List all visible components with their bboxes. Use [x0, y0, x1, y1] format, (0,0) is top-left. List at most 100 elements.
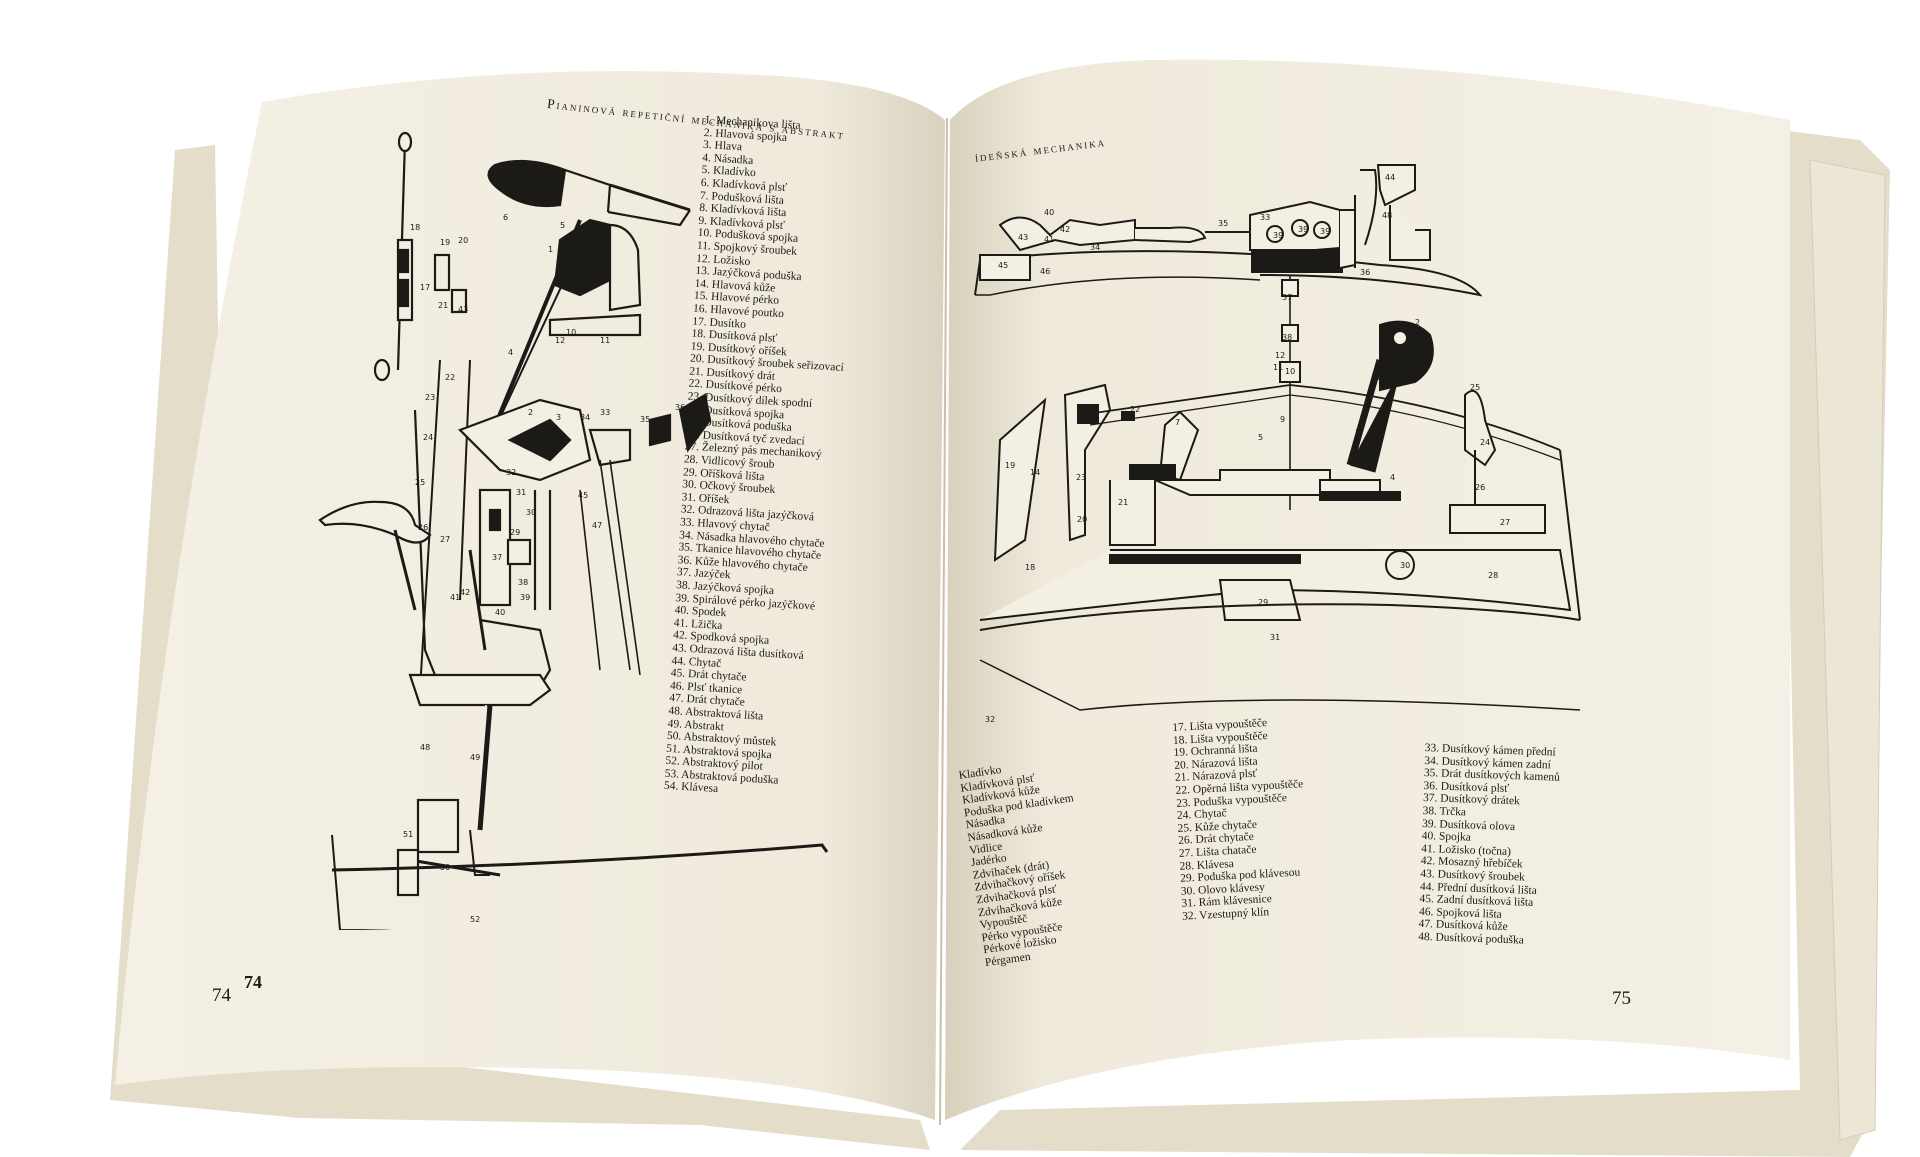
- svg-text:4: 4: [508, 348, 513, 357]
- svg-text:41: 41: [450, 593, 460, 602]
- svg-text:29: 29: [510, 528, 520, 537]
- svg-text:28: 28: [1488, 571, 1498, 580]
- svg-text:21: 21: [1118, 498, 1128, 507]
- svg-text:52: 52: [470, 915, 480, 924]
- svg-text:25: 25: [415, 478, 425, 487]
- svg-text:23: 23: [425, 393, 435, 402]
- svg-text:36: 36: [1360, 268, 1370, 277]
- svg-text:51: 51: [403, 830, 413, 839]
- svg-text:24: 24: [1480, 438, 1490, 447]
- svg-text:25: 25: [1470, 383, 1480, 392]
- svg-text:38: 38: [518, 578, 528, 587]
- svg-text:18: 18: [410, 223, 420, 232]
- svg-text:37: 37: [1282, 293, 1292, 302]
- svg-text:33: 33: [1260, 213, 1270, 222]
- svg-text:27: 27: [1500, 518, 1510, 527]
- svg-text:13: 13: [1085, 403, 1095, 412]
- svg-text:1: 1: [548, 245, 553, 254]
- svg-text:19: 19: [440, 238, 450, 247]
- svg-text:26: 26: [1475, 483, 1485, 492]
- svg-text:5: 5: [1258, 433, 1263, 442]
- svg-text:36: 36: [675, 403, 685, 412]
- svg-text:26: 26: [418, 523, 428, 532]
- svg-text:35: 35: [1218, 219, 1228, 228]
- svg-text:31: 31: [1270, 633, 1280, 642]
- book-gutter: [939, 117, 948, 1126]
- svg-text:37: 37: [492, 553, 502, 562]
- svg-text:2: 2: [528, 408, 533, 417]
- svg-text:44: 44: [1385, 173, 1395, 182]
- svg-text:10: 10: [566, 328, 576, 337]
- svg-text:14: 14: [1030, 468, 1040, 477]
- svg-text:9: 9: [1280, 415, 1285, 424]
- right-legend-column-3: 33. Dusítkový kámen přední 34. Dusítkový…: [1418, 742, 1561, 948]
- svg-text:30: 30: [1400, 561, 1410, 570]
- svg-text:12: 12: [1275, 351, 1285, 360]
- svg-text:32: 32: [506, 468, 516, 477]
- svg-text:34: 34: [1090, 243, 1100, 252]
- svg-text:39: 39: [1320, 227, 1330, 236]
- svg-text:8: 8: [578, 273, 583, 282]
- svg-text:48: 48: [420, 743, 430, 752]
- svg-text:34: 34: [580, 413, 590, 422]
- svg-text:39: 39: [1273, 231, 1283, 240]
- svg-text:38: 38: [1282, 333, 1292, 342]
- svg-text:29: 29: [1258, 598, 1268, 607]
- svg-text:6: 6: [503, 213, 508, 222]
- svg-text:40: 40: [1044, 208, 1054, 217]
- left-page: [115, 71, 945, 1121]
- svg-text:12: 12: [555, 336, 565, 345]
- svg-text:22: 22: [1130, 405, 1140, 414]
- svg-text:3: 3: [556, 413, 561, 422]
- svg-text:17: 17: [420, 283, 430, 292]
- svg-text:21: 21: [438, 301, 448, 310]
- svg-text:30: 30: [526, 508, 536, 517]
- right-figure-note: 32: [985, 715, 995, 724]
- svg-text:45: 45: [578, 491, 588, 500]
- svg-text:45: 45: [998, 261, 1008, 270]
- svg-text:50: 50: [440, 863, 450, 872]
- svg-text:35: 35: [640, 415, 650, 424]
- left-page-number: 74: [212, 985, 231, 1006]
- svg-text:41: 41: [1044, 235, 1054, 244]
- right-page-stack: [960, 130, 1890, 1157]
- svg-text:19: 19: [1005, 461, 1015, 470]
- svg-text:7: 7: [1175, 418, 1180, 427]
- right-page-number: 75: [1612, 988, 1631, 1009]
- svg-text:42: 42: [1060, 225, 1070, 234]
- svg-text:2: 2: [1415, 318, 1420, 327]
- svg-text:23: 23: [1076, 473, 1086, 482]
- svg-text:11: 11: [600, 336, 610, 345]
- right-page-edges: [1809, 159, 1886, 1141]
- svg-text:22: 22: [445, 373, 455, 382]
- svg-text:5: 5: [560, 221, 565, 230]
- svg-text:18: 18: [1025, 563, 1035, 572]
- svg-text:31: 31: [516, 488, 526, 497]
- svg-text:11: 11: [1273, 363, 1283, 372]
- left-page-number-bold: 74: [244, 972, 262, 992]
- svg-text:39: 39: [1298, 225, 1308, 234]
- svg-text:3: 3: [1375, 373, 1380, 382]
- svg-text:42: 42: [460, 588, 470, 597]
- svg-text:10: 10: [1285, 367, 1295, 376]
- svg-text:43: 43: [1018, 233, 1028, 242]
- svg-text:33: 33: [600, 408, 610, 417]
- svg-text:4: 4: [1390, 473, 1395, 482]
- svg-text:20: 20: [1077, 515, 1087, 524]
- svg-text:49: 49: [470, 753, 480, 762]
- svg-text:39: 39: [520, 593, 530, 602]
- svg-text:47: 47: [592, 521, 602, 530]
- svg-text:24: 24: [423, 433, 433, 442]
- svg-text:1: 1: [1355, 428, 1360, 437]
- svg-text:40: 40: [495, 608, 505, 617]
- svg-text:43: 43: [458, 305, 468, 314]
- svg-text:27: 27: [440, 535, 450, 544]
- right-legend-column-2: 17. Lišta vypouštěče 18. Lišta vypouštěč…: [1172, 715, 1310, 923]
- svg-text:46: 46: [1040, 267, 1050, 276]
- svg-text:48: 48: [1382, 211, 1392, 220]
